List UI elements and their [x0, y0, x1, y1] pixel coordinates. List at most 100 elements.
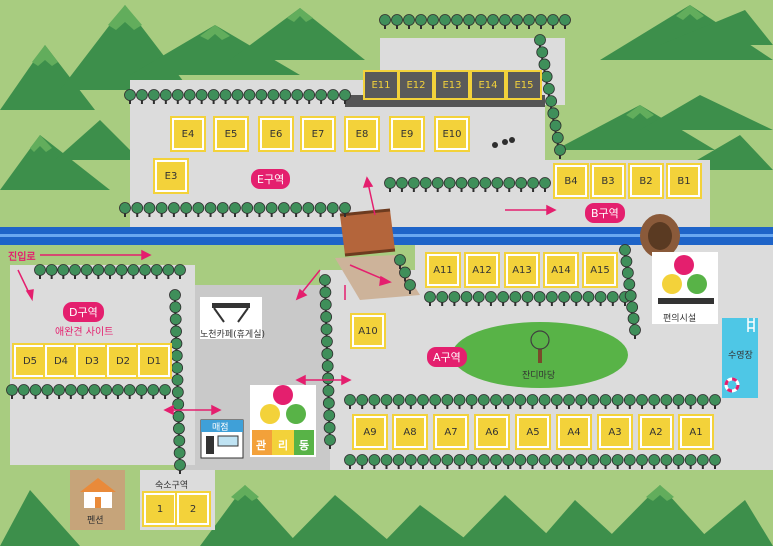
campsite-a-a4[interactable]: A4: [556, 414, 592, 450]
campsite-e-e7[interactable]: E7: [300, 116, 336, 152]
tree-icon: [131, 202, 144, 214]
tree-icon: [527, 177, 539, 189]
pipe-icon: [640, 214, 680, 258]
tree-icon: [147, 384, 160, 396]
tree-icon: [523, 14, 535, 26]
tree-icon: [626, 301, 639, 314]
campsite-b-b1[interactable]: B1: [666, 163, 702, 199]
campsite-d-d2[interactable]: D2: [105, 343, 141, 379]
tree-icon: [404, 279, 416, 291]
tree-icon: [173, 422, 185, 435]
campsite-d-d3[interactable]: D3: [74, 343, 110, 379]
tree-icon: [465, 394, 478, 406]
tree-icon: [549, 119, 562, 132]
tree-icon: [497, 291, 510, 303]
tree-icon: [80, 264, 93, 276]
campsite-e-e4[interactable]: E4: [170, 116, 206, 152]
campsite-b-b2[interactable]: B2: [628, 163, 664, 199]
campsite-a-a8[interactable]: A8: [392, 414, 428, 450]
tree-icon: [538, 394, 551, 406]
tree-icon: [314, 202, 327, 214]
campsite-e-e11[interactable]: E11: [363, 70, 399, 100]
tree-icon: [648, 394, 661, 406]
campsite-a-a12[interactable]: A12: [464, 252, 500, 288]
tree-icon: [150, 264, 163, 276]
tree-icon: [550, 394, 563, 406]
campsite-a-a7[interactable]: A7: [433, 414, 469, 450]
tree-icon: [324, 434, 336, 446]
tree-icon: [174, 459, 186, 471]
tree-icon: [319, 286, 332, 299]
pool-label: 수영장: [728, 351, 753, 361]
campsite-a-a13[interactable]: A13: [504, 252, 540, 288]
campsite-a-a1[interactable]: A1: [678, 414, 714, 450]
tree-icon: [490, 394, 502, 406]
tree-icon: [291, 89, 304, 101]
campsite-a-a6[interactable]: A6: [474, 414, 510, 450]
tree-icon: [277, 202, 290, 214]
campsite-a-a9[interactable]: A9: [352, 414, 388, 450]
tree-icon: [265, 202, 278, 214]
campsite-e-e14[interactable]: E14: [470, 70, 506, 100]
tree-icon: [487, 14, 499, 26]
tree-icon: [599, 394, 612, 406]
tree-icon: [551, 131, 564, 144]
campsite-e-e12[interactable]: E12: [398, 70, 434, 100]
lodging-label: 숙소구역: [155, 481, 189, 491]
tree-icon: [636, 454, 648, 466]
tree-icon: [429, 394, 442, 406]
tree-icon: [611, 454, 624, 466]
campsite-a-a15[interactable]: A15: [582, 252, 618, 288]
campsite-a-a3[interactable]: A3: [597, 414, 633, 450]
tree-icon: [162, 264, 175, 276]
tree-icon: [424, 291, 436, 303]
lawn-label: 잔디마당: [522, 371, 556, 381]
tree-icon: [171, 361, 184, 374]
campsite-e-e5[interactable]: E5: [213, 116, 249, 152]
campsite-d-d4[interactable]: D4: [43, 343, 79, 379]
shop-icon: [200, 419, 244, 459]
tree-icon: [45, 264, 58, 276]
campsite-a-a5[interactable]: A5: [515, 414, 551, 450]
tree-icon: [455, 177, 468, 189]
campsite-lodging-1[interactable]: 1: [142, 491, 178, 527]
tree-icon: [159, 89, 172, 101]
tree-icon: [547, 107, 560, 120]
tree-icon: [379, 14, 391, 26]
tree-icon: [303, 89, 316, 101]
tree-icon: [599, 454, 612, 466]
campsite-b-b4[interactable]: B4: [553, 163, 589, 199]
campsite-e-e9[interactable]: E9: [389, 116, 425, 152]
campsite-d-d5[interactable]: D5: [12, 343, 48, 379]
campsite-e-e8[interactable]: E8: [344, 116, 380, 152]
campsite-e-e6[interactable]: E6: [258, 116, 294, 152]
tree-icon: [575, 454, 588, 466]
campsite-e-e15[interactable]: E15: [506, 70, 542, 100]
campsite-e-e10[interactable]: E10: [434, 116, 470, 152]
arrow-icon: [17, 176, 557, 416]
tree-icon: [319, 298, 332, 311]
campsite-e-e3[interactable]: E3: [153, 158, 189, 194]
tree-icon: [322, 372, 334, 385]
tree-icon: [322, 397, 335, 409]
tree-icon: [620, 255, 633, 268]
campsite-a-a10[interactable]: A10: [350, 313, 386, 349]
campsite-lodging-2[interactable]: 2: [175, 491, 211, 527]
tree-icon: [547, 14, 559, 26]
campsite-a-a14[interactable]: A14: [543, 252, 579, 288]
tree-icon: [170, 325, 182, 338]
tree-icon: [545, 291, 558, 303]
tree-icon: [267, 89, 280, 101]
tree-icon: [356, 394, 369, 406]
campsite-a-a11[interactable]: A11: [425, 252, 461, 288]
tree-icon: [136, 89, 148, 101]
tree-icon: [611, 394, 624, 406]
tree-icon: [558, 291, 570, 303]
campsite-d-d1[interactable]: D1: [136, 343, 172, 379]
tree-icon: [502, 454, 515, 466]
campsite-b-b3[interactable]: B3: [590, 163, 626, 199]
tree-icon: [323, 421, 336, 434]
campsite-a-a2[interactable]: A2: [638, 414, 674, 450]
tree-icon: [623, 394, 636, 406]
campsite-e-e13[interactable]: E13: [434, 70, 470, 100]
